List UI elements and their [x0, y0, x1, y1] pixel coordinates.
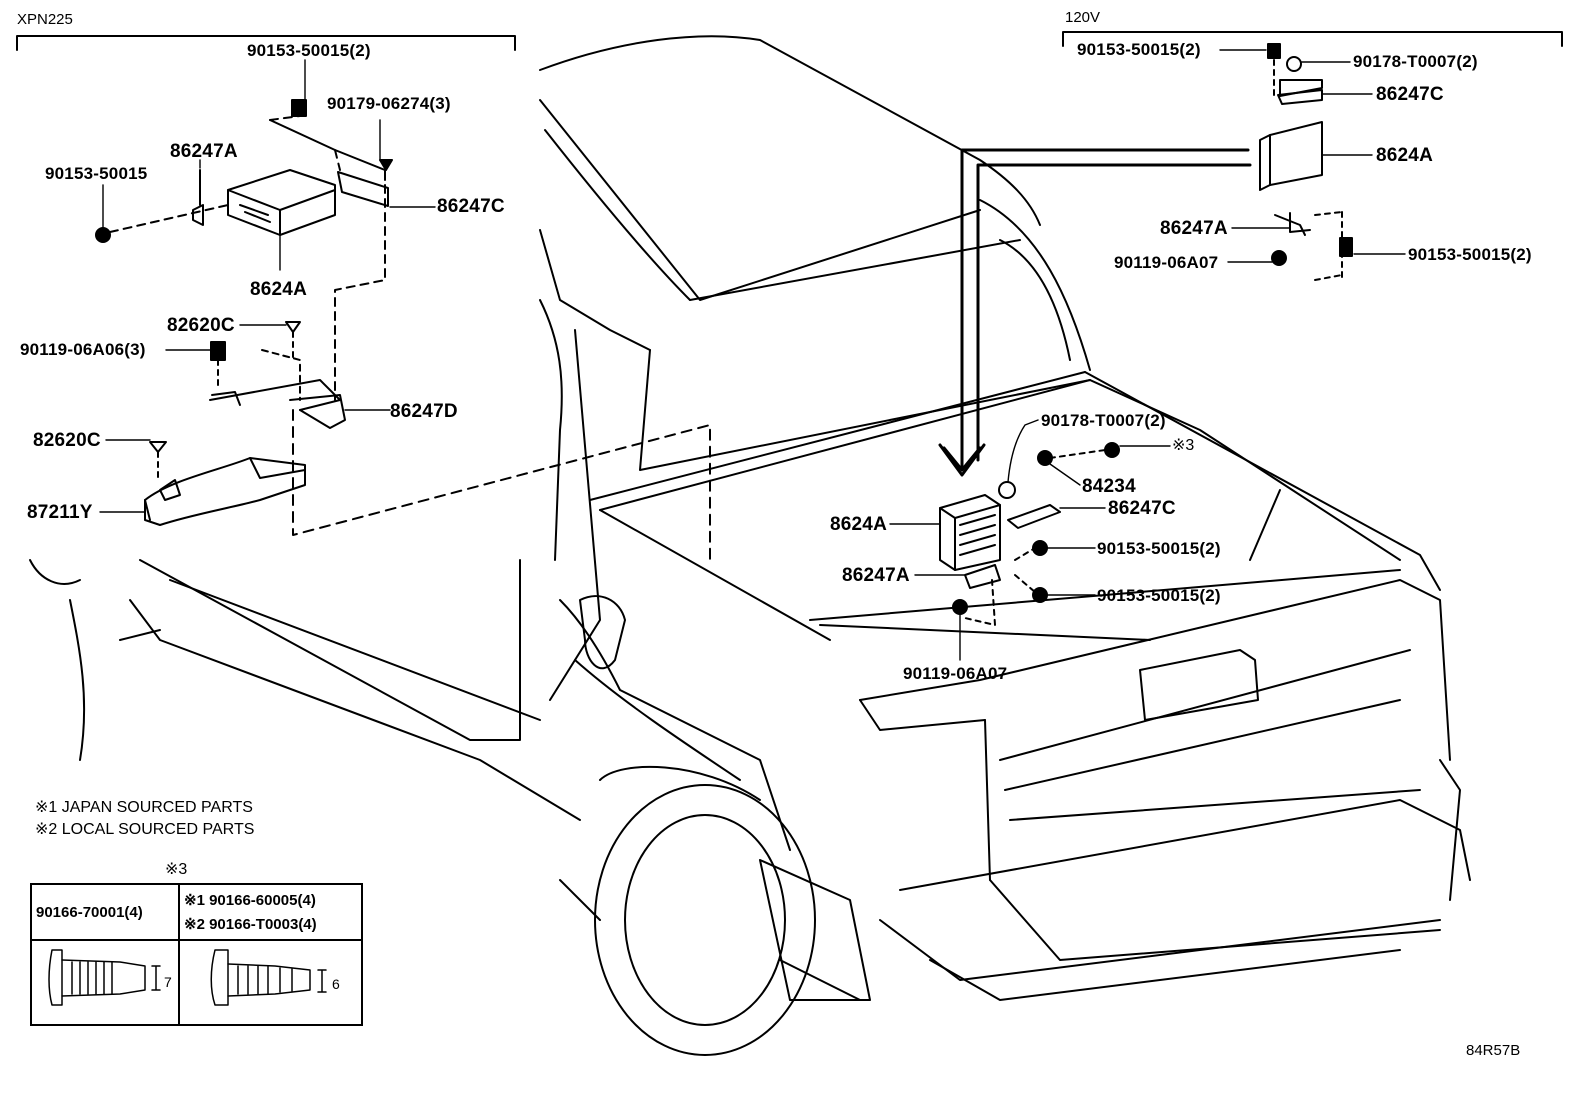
- center-label-nut: 90178-T0007(2): [1041, 411, 1166, 430]
- center-label-bolt-b: 90153-50015(2): [1097, 586, 1221, 605]
- right-label-bolt-top: 90153-50015(2): [1077, 40, 1201, 59]
- center-exploded-parts: [939, 442, 1120, 626]
- center-leader-lines: [889, 419, 1171, 661]
- truck-body: [29, 35, 1471, 1056]
- note-local-sourced: ※2 LOCAL SOURCED PARTS: [35, 821, 255, 838]
- left-label-bolt-top: 90153-50015(2): [247, 41, 371, 60]
- right-label-bracket-a: 86247A: [1160, 218, 1228, 239]
- left-label-bracket-a: 86247A: [170, 141, 238, 162]
- figure-code: 84R57B: [1466, 1042, 1521, 1059]
- center-label-bracket-c: 86247C: [1108, 498, 1176, 519]
- right-label-bolt-right: 90153-50015(2): [1408, 245, 1532, 264]
- left-leader-lines: [99, 59, 436, 513]
- left-label-bolt-lower: 90119-06A06(3): [20, 340, 146, 359]
- left-label-bracket-d: 86247D: [390, 401, 458, 422]
- right-section-title: 120V: [1065, 9, 1101, 26]
- center-label-plug: 84234: [1082, 476, 1136, 497]
- left-label-bracket-c: 86247C: [437, 196, 505, 217]
- right-label-module: 8624A: [1376, 145, 1433, 166]
- table-col1-part: 90166-70001(4): [36, 904, 143, 921]
- fastener-table: 90166-70001(4) ※1 90166-60005(4) ※2 9016…: [30, 883, 363, 1026]
- table-dim-6: 6: [332, 976, 340, 992]
- table-heading: ※3: [165, 861, 188, 878]
- left-label-module: 8624A: [250, 279, 307, 300]
- center-label-bracket-a: 86247A: [842, 565, 910, 586]
- note-japan-sourced: ※1 JAPAN SOURCED PARTS: [35, 799, 253, 816]
- table-bolt-drawings: [48, 949, 327, 1006]
- left-label-clip-upper: 82620C: [167, 315, 235, 336]
- right-label-bolt-lower: 90119-06A07: [1114, 253, 1219, 272]
- right-exploded-parts: [1259, 43, 1353, 281]
- table-divider-vertical: [178, 885, 180, 1024]
- right-label-bracket-c: 86247C: [1376, 84, 1444, 105]
- table-divider-horizontal: [32, 939, 361, 941]
- left-label-duct: 87211Y: [27, 502, 93, 523]
- center-label-module: 8624A: [830, 514, 887, 535]
- rear-tire: [594, 784, 816, 1056]
- right-label-nut-top: 90178-T0007(2): [1353, 52, 1478, 71]
- table-col2-row1: ※1 90166-60005(4): [184, 892, 316, 909]
- center-label-bolt-bottom: 90119-06A07: [903, 664, 1008, 683]
- right-section-bracket: [1062, 31, 1563, 47]
- left-exploded-parts: [95, 99, 711, 561]
- left-section-title: XPN225: [17, 11, 73, 28]
- install-arrow: [942, 148, 1250, 472]
- table-dim-7: 7: [164, 974, 172, 990]
- left-label-nut-top: 90179-06274(3): [327, 94, 451, 113]
- left-label-clip-lower: 82620C: [33, 430, 101, 451]
- left-section-bracket: [16, 35, 516, 51]
- right-leader-lines: [1219, 49, 1406, 263]
- center-label-ref3: ※3: [1172, 437, 1195, 454]
- table-col2-row2: ※2 90166-T0003(4): [184, 916, 317, 933]
- center-label-bolt-a: 90153-50015(2): [1097, 539, 1221, 558]
- left-label-bolt-left: 90153-50015: [45, 164, 148, 183]
